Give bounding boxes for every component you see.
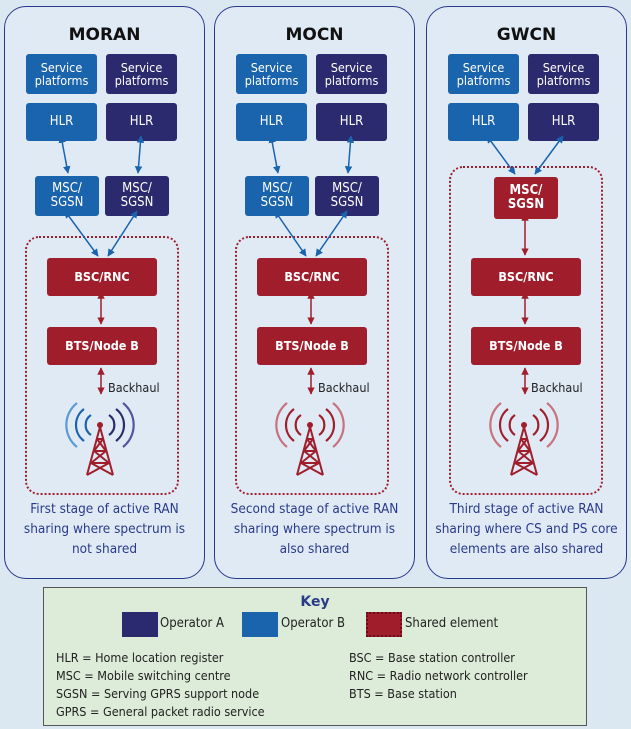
panel-moran: MORAN Service platforms Service platform… [4,6,205,579]
bts-node-b-shared: BTS/Node B [47,327,157,365]
backhaul-label: Backhaul [531,380,583,395]
hlr-operator-b: HLR [236,103,307,141]
service-platforms-operator-a: Service platforms [106,54,177,94]
msc-sgsn-operator-b: MSC/ SGSN [245,176,309,216]
bts-node-b-shared: BTS/Node B [471,327,581,365]
stage-caption: First stage of active RAN sharing where … [23,501,186,557]
bsc-rnc-shared: BSC/RNC [257,258,367,296]
key-title: Key [300,594,330,610]
bsc-rnc-shared: BSC/RNC [47,258,157,296]
msc-sgsn-shared: MSC/ SGSN [494,177,558,219]
definition-sgsn: SGSN = Serving GPRS support node [56,686,260,701]
swatch-shared-element [366,612,402,637]
shared-ran-boundary [25,236,179,495]
shared-core-boundary [449,166,603,495]
msc-sgsn-operator-a: MSC/ SGSN [315,176,379,216]
label-operator-b: Operator B [281,616,346,631]
service-platforms-operator-b: Service platforms [448,54,519,94]
definition-rnc: RNC = Radio network controller [349,668,528,683]
definition-hlr: HLR = Home location register [56,650,224,665]
service-platforms-operator-a: Service platforms [316,54,387,94]
definition-bsc: BSC = Base station controller [349,650,515,665]
definition-msc: MSC = Mobile switching centre [56,668,231,683]
label-operator-a: Operator A [160,616,225,631]
msc-sgsn-operator-a: MSC/ SGSN [105,176,169,216]
definition-gprs: GPRS = General packet radio service [56,704,265,719]
hlr-operator-a: HLR [316,103,387,141]
hlr-operator-a: HLR [106,103,177,141]
service-platforms-operator-b: Service platforms [236,54,307,94]
panel-title: MORAN [68,25,141,45]
hlr-operator-b: HLR [448,103,519,141]
legend-key: Key Operator A Operator B Shared element… [43,587,587,726]
stage-caption: Third stage of active RAN sharing where … [435,501,618,557]
panel-title: GWCN [496,25,557,45]
backhaul-label: Backhaul [318,380,370,395]
panel-title: MOCN [285,25,344,45]
hlr-operator-b: HLR [26,103,97,141]
bts-node-b-shared: BTS/Node B [257,327,367,365]
panel-gwcn: GWCN Service platforms Service platforms… [426,6,627,579]
definition-bts: BTS = Base station [349,686,457,701]
stage-caption: Second stage of active RAN sharing where… [230,501,399,557]
label-shared-element: Shared element [405,616,499,631]
backhaul-label: Backhaul [108,380,160,395]
msc-sgsn-operator-b: MSC/ SGSN [35,176,99,216]
service-platforms-operator-b: Service platforms [26,54,97,94]
shared-ran-boundary [235,236,389,495]
bsc-rnc-shared: BSC/RNC [471,258,581,296]
swatch-operator-a [122,612,158,637]
swatch-operator-b [242,612,278,637]
hlr-operator-a: HLR [528,103,599,141]
panel-mocn: MOCN Service platforms Service platforms… [214,6,415,579]
service-platforms-operator-a: Service platforms [528,54,599,94]
